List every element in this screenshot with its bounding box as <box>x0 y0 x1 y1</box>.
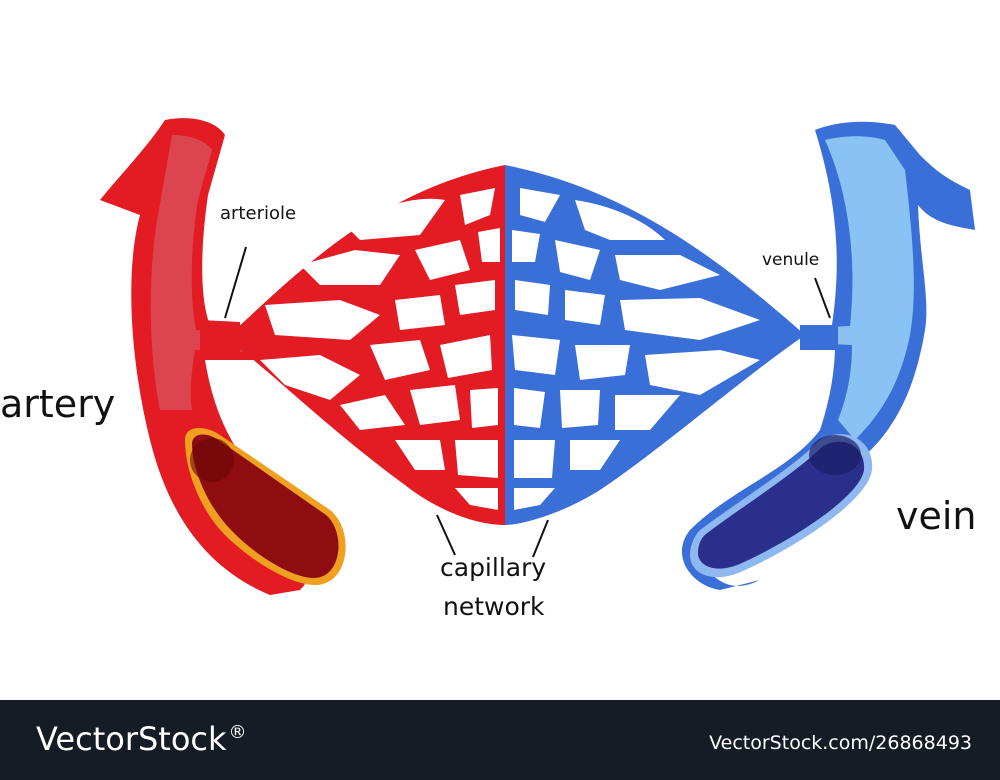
capillary-label-line2: network <box>443 592 545 621</box>
capillary-diagram <box>100 118 975 595</box>
vein-vessel <box>681 121 975 590</box>
arteriole-pointer <box>224 246 247 319</box>
capillary-pointer-right <box>532 519 549 558</box>
image-url: VectorStock.com/26868493 <box>709 732 972 754</box>
artery-vessel <box>100 118 346 595</box>
vein-lumen <box>698 441 865 569</box>
capillary-pointer-left <box>436 514 456 556</box>
vein-highlight <box>808 136 914 440</box>
vein-label: vein <box>896 494 977 538</box>
artery-label: artery <box>0 382 116 426</box>
brand-mark: ® <box>228 722 247 744</box>
watermark-footer: VectorStock® VectorStock.com/26868493 <box>0 700 1000 780</box>
artery-body <box>100 118 313 595</box>
arteriole-label: arteriole <box>220 203 297 224</box>
capillary-network <box>200 165 838 525</box>
venule-label: venule <box>762 250 820 270</box>
capillary-gaps <box>260 188 760 510</box>
leader-lines <box>224 246 831 558</box>
brand-logo: VectorStock® <box>36 720 247 758</box>
venule-pointer <box>814 277 831 319</box>
diagram-stage: artery vein arteriole venule capillary n… <box>0 118 977 621</box>
brand-name: VectorStock <box>36 720 227 758</box>
capillary-label-line1: capillary <box>440 553 547 582</box>
